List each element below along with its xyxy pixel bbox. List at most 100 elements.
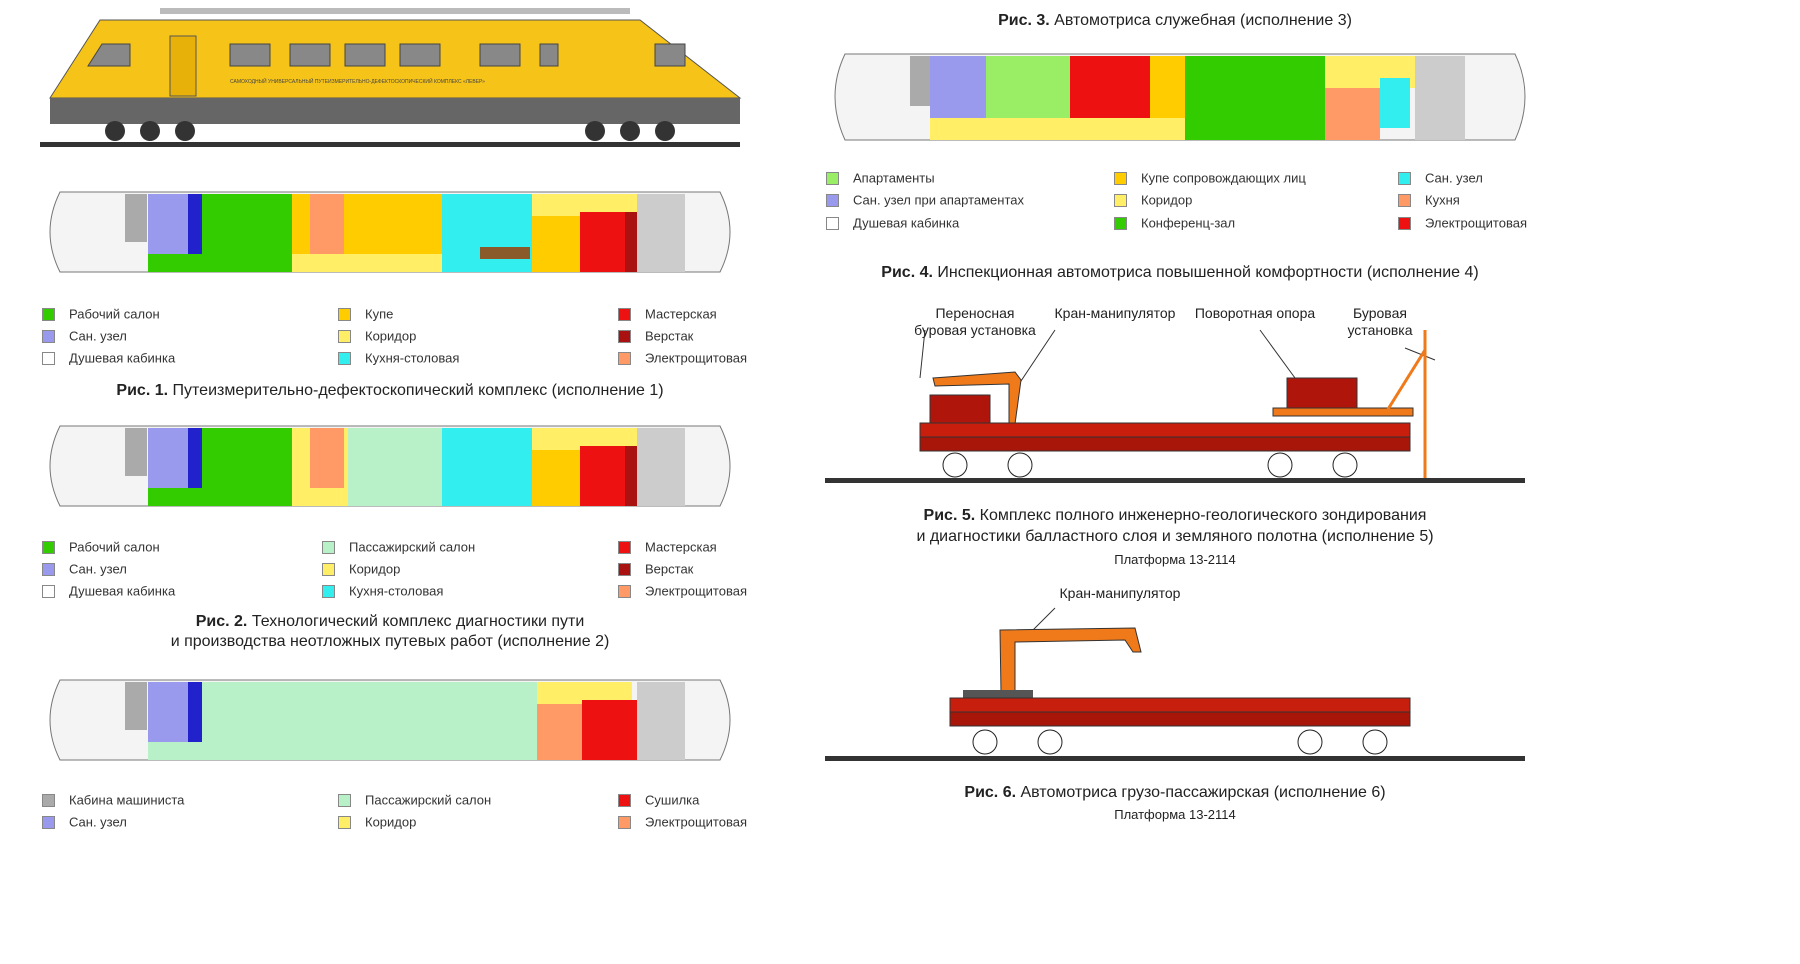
caption-fig3: Рис. 3. Автомотриса служебная (исполнени… (825, 12, 1525, 30)
caption-fig2-text-2: и производства неотложных путевых работ … (170, 633, 610, 650)
legend-4-item-6: Сан. узел (1398, 171, 1483, 186)
caption-fig2-text-1: Технологический комплекс диагностики пут… (251, 613, 585, 630)
legend-2-item-6: Мастерская (618, 540, 717, 555)
label-portable-rig-1: Переносная (935, 305, 1015, 321)
legend-2-item-8: Электрощитовая (618, 584, 747, 599)
legend-swatch (1398, 194, 1411, 208)
legend-label: Сан. узел (69, 328, 127, 344)
legend-2-item-3: Пассажирский салон (322, 540, 475, 555)
legend-1-item-2: Душевая кабинка (42, 351, 175, 366)
legend-4-item-8: Электрощитовая (1398, 216, 1527, 231)
label-rotary: Поворотная опора (1194, 305, 1316, 321)
legend-swatch (1114, 194, 1127, 208)
legend-label: Кухня-столовая (349, 583, 444, 599)
legend-3-item-2: Пассажирский салон (338, 793, 491, 808)
legend-label: Кабина машиниста (69, 792, 185, 808)
legend-label: Купе (365, 306, 394, 322)
caption-fig5-text-1: Комплекс полного инженерно-геологическог… (979, 507, 1427, 524)
label-drill-2: установка (1347, 322, 1413, 338)
legend-1-item-1: Сан. узел (42, 329, 127, 344)
label-crane-5: Кран-манипулятор (1054, 305, 1176, 321)
legend-label: Душевая кабинка (853, 215, 960, 231)
legend-swatch (42, 308, 55, 322)
caption-fig2: Рис. 2. Технологический комплекс диагнос… (40, 613, 740, 631)
caption-fig6-number: Рис. 6. (964, 784, 1017, 801)
legend-3-item-3: Коридор (338, 815, 416, 830)
legend-swatch (42, 794, 55, 808)
caption-fig3-number: Рис. 3. (998, 12, 1050, 29)
legend-label: Душевая кабинка (69, 583, 176, 599)
legend-swatch (618, 816, 631, 830)
legend-1-item-5: Кухня-столовая (338, 351, 459, 366)
legend-label: Сан. узел (69, 561, 127, 577)
legend-swatch (618, 352, 631, 366)
legend-1-item-3: Купе (338, 307, 393, 322)
legend-label: Сан. узел (69, 814, 127, 830)
caption-fig4: Рис. 4. Инспекционная автомотриса повыше… (825, 264, 1535, 282)
legend-4-item-1: Сан. узел при апартаментах (826, 193, 1024, 208)
legend-swatch (1398, 217, 1411, 231)
legend-2-item-5: Кухня-столовая (322, 584, 443, 599)
legend-4-item-5: Конференц-зал (1114, 216, 1235, 231)
legend-swatch (618, 308, 631, 322)
legend-label: Электрощитовая (1425, 215, 1528, 231)
caption-fig2-number: Рис. 2. (195, 613, 248, 630)
legend-swatch (338, 308, 351, 322)
legend-swatch (338, 794, 351, 808)
legend-label: Верстак (645, 561, 694, 577)
legend-swatch (618, 330, 631, 344)
legend-1-item-6: Мастерская (618, 307, 717, 322)
legend-2-item-1: Сан. узел (42, 562, 127, 577)
caption-fig5-text-2: и диагностики балластного слоя и земляно… (916, 528, 1434, 545)
legend-4-item-7: Кухня (1398, 193, 1460, 208)
label-portable-rig-2: буровая установка (914, 322, 1036, 338)
caption-fig2-line2: и производства неотложных путевых работ … (40, 633, 740, 651)
legend-4-item-3: Купе сопровождающих лиц (1114, 171, 1306, 186)
caption-fig4-text: Инспекционная автомотриса повышенной ком… (937, 264, 1479, 281)
caption-fig3-text: Автомотриса служебная (исполнение 3) (1054, 12, 1352, 29)
legend-label: Рабочий салон (69, 539, 160, 555)
legend-swatch (1114, 172, 1127, 186)
train-side-text: САМОХОДНЫЙ УНИВЕРСАЛЬНЫЙ ПУТЕИЗМЕРИТЕЛЬН… (230, 77, 485, 85)
legend-label: Апартаменты (853, 170, 935, 186)
legend-label: Пассажирский салон (365, 792, 492, 808)
legend-swatch (826, 217, 839, 231)
legend-4-item-2: Душевая кабинка (826, 216, 959, 231)
legend-label: Конференц-зал (1141, 215, 1236, 231)
legend-2-item-7: Верстак (618, 562, 693, 577)
legend-2-item-0: Рабочий салон (42, 540, 160, 555)
legend-label: Сушилка (645, 792, 700, 808)
caption-fig6: Рис. 6. Автомотриса грузо-пассажирская (… (825, 784, 1525, 802)
legend-label: Сан. узел при апартаментах (853, 192, 1024, 208)
legend-swatch (42, 563, 55, 577)
legend-label: Душевая кабинка (69, 350, 176, 366)
legend-swatch (42, 330, 55, 344)
legend-1-item-0: Рабочий салон (42, 307, 160, 322)
legend-label: Кухня-столовая (365, 350, 460, 366)
legend-3-item-4: Сушилка (618, 793, 699, 808)
legend-swatch (338, 352, 351, 366)
label-crane-6: Кран-манипулятор (1059, 585, 1181, 601)
legend-2-item-2: Душевая кабинка (42, 584, 175, 599)
caption-fig6-text: Автомотриса грузо-пассажирская (исполнен… (1020, 784, 1386, 801)
legend-4-item-0: Апартаменты (826, 171, 935, 186)
legend-swatch (618, 794, 631, 808)
legend-swatch (1114, 217, 1127, 231)
legend-swatch (322, 585, 335, 599)
legend-4-item-4: Коридор (1114, 193, 1192, 208)
caption-fig1-number: Рис. 1. (116, 382, 169, 399)
caption-fig5-number: Рис. 5. (923, 507, 976, 524)
legend-swatch (618, 563, 631, 577)
caption-fig5: Рис. 5. Комплекс полного инженерно-геоло… (825, 507, 1525, 525)
legend-swatch (322, 541, 335, 555)
legend-label: Мастерская (645, 539, 717, 555)
legend-label: Сан. узел (1425, 170, 1483, 186)
legend-label: Коридор (349, 561, 401, 577)
legend-swatch (42, 352, 55, 366)
legend-3-item-1: Сан. узел (42, 815, 127, 830)
platform-label: Платформа 13-2114 (1114, 552, 1236, 567)
platform-6-drawing (825, 607, 1525, 761)
legend-swatch (42, 541, 55, 555)
legend-swatch (42, 585, 55, 599)
